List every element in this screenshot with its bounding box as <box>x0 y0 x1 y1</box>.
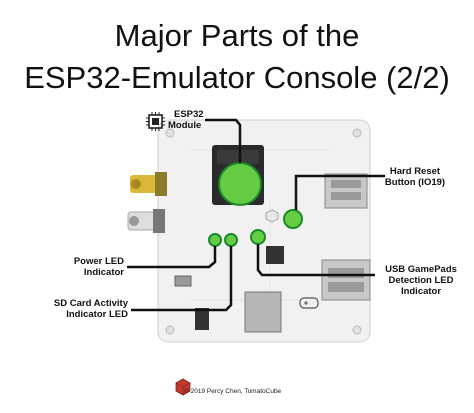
micro-usb-port <box>174 275 192 287</box>
sd-card-slot <box>244 291 282 333</box>
esp32-label-line2: Module <box>168 120 202 131</box>
power-leader <box>127 246 217 269</box>
usb-led-label: USB GamePads Detection LED Indicator <box>373 264 469 297</box>
chip-icon <box>146 112 165 131</box>
leader-lines <box>127 118 385 312</box>
av-jack-white <box>127 209 165 233</box>
usb-host-chip <box>266 246 284 264</box>
sd-led-label: SD Card Activity Indicator LED <box>34 298 128 320</box>
usb-port-bottom <box>321 259 371 301</box>
sd-led-highlight <box>224 233 238 247</box>
tomatocube-logo-icon <box>175 378 191 396</box>
copyright-footer: © 2019 Percy Chen, TomatoCube <box>184 388 282 395</box>
usb-led-label-line3: Indicator <box>400 286 442 297</box>
reset-button-highlight <box>283 209 303 229</box>
power-led-label-line1: Power LED <box>73 256 124 267</box>
reset-leader <box>294 174 385 210</box>
gamepad-icon <box>299 297 319 309</box>
sd-led-label-line1: SD Card Activity <box>53 298 128 309</box>
hex-standoff <box>265 209 279 223</box>
reset-label-line1: Hard Reset <box>389 166 441 177</box>
esp32-label: ESP32 Module <box>168 109 204 131</box>
esp32-highlight <box>218 162 262 206</box>
title-line-2: ESP32-Emulator Console (2/2) <box>24 60 450 95</box>
sd-led-label-line2: Indicator LED <box>66 309 128 320</box>
title-line-1: Major Parts of the <box>114 18 360 53</box>
esp32-leader <box>205 118 242 163</box>
usb-led-label-line1: USB GamePads <box>385 264 457 275</box>
usb-led-highlight <box>250 229 266 245</box>
usb-leader <box>256 244 375 277</box>
power-switch <box>195 308 209 330</box>
usb-led-label-line2: Detection LED <box>388 275 454 286</box>
av-jack-yellow <box>130 172 167 196</box>
sd-leader <box>131 246 233 312</box>
power-led-label-line2: Indicator <box>83 267 124 278</box>
esp32-label-line1: ESP32 <box>174 109 204 120</box>
power-led-label: Power LED Indicator <box>52 256 124 278</box>
power-led-highlight <box>208 233 222 247</box>
usb-port-top <box>324 173 368 209</box>
reset-label: Hard Reset Button (IO19) <box>370 166 460 188</box>
reset-label-line2: Button (IO19) <box>384 177 446 188</box>
